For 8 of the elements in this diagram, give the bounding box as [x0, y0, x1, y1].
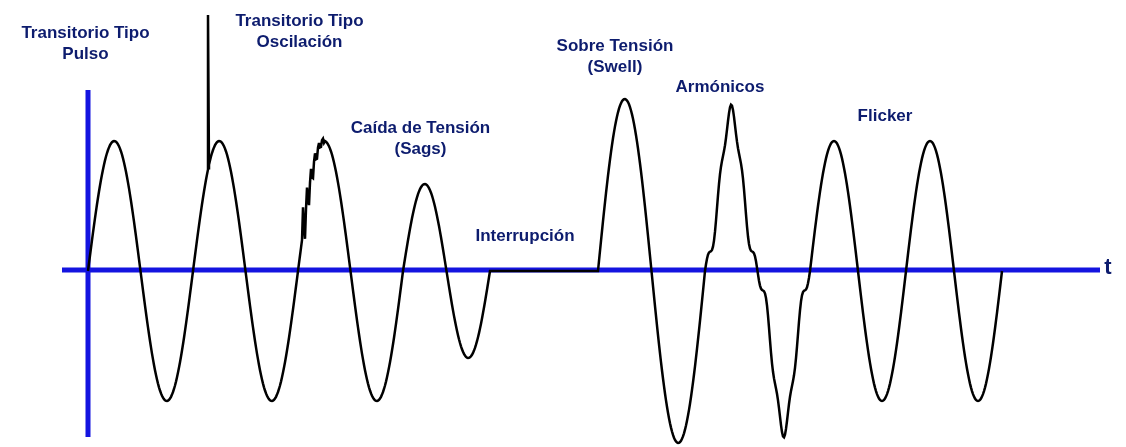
disturbance-label: Sobre Tensión (Swell) [555, 35, 675, 77]
disturbance-label: Caída de Tensión (Sags) [349, 117, 492, 159]
disturbance-label: Interrupción [474, 225, 576, 246]
disturbance-label: Transitorio Tipo Oscilación [234, 10, 365, 52]
disturbance-label: Transitorio Tipo Pulso [20, 22, 151, 64]
disturbance-label: Flicker [856, 105, 914, 126]
disturbance-label: Armónicos [674, 76, 766, 97]
axis-label: t [1103, 256, 1113, 277]
